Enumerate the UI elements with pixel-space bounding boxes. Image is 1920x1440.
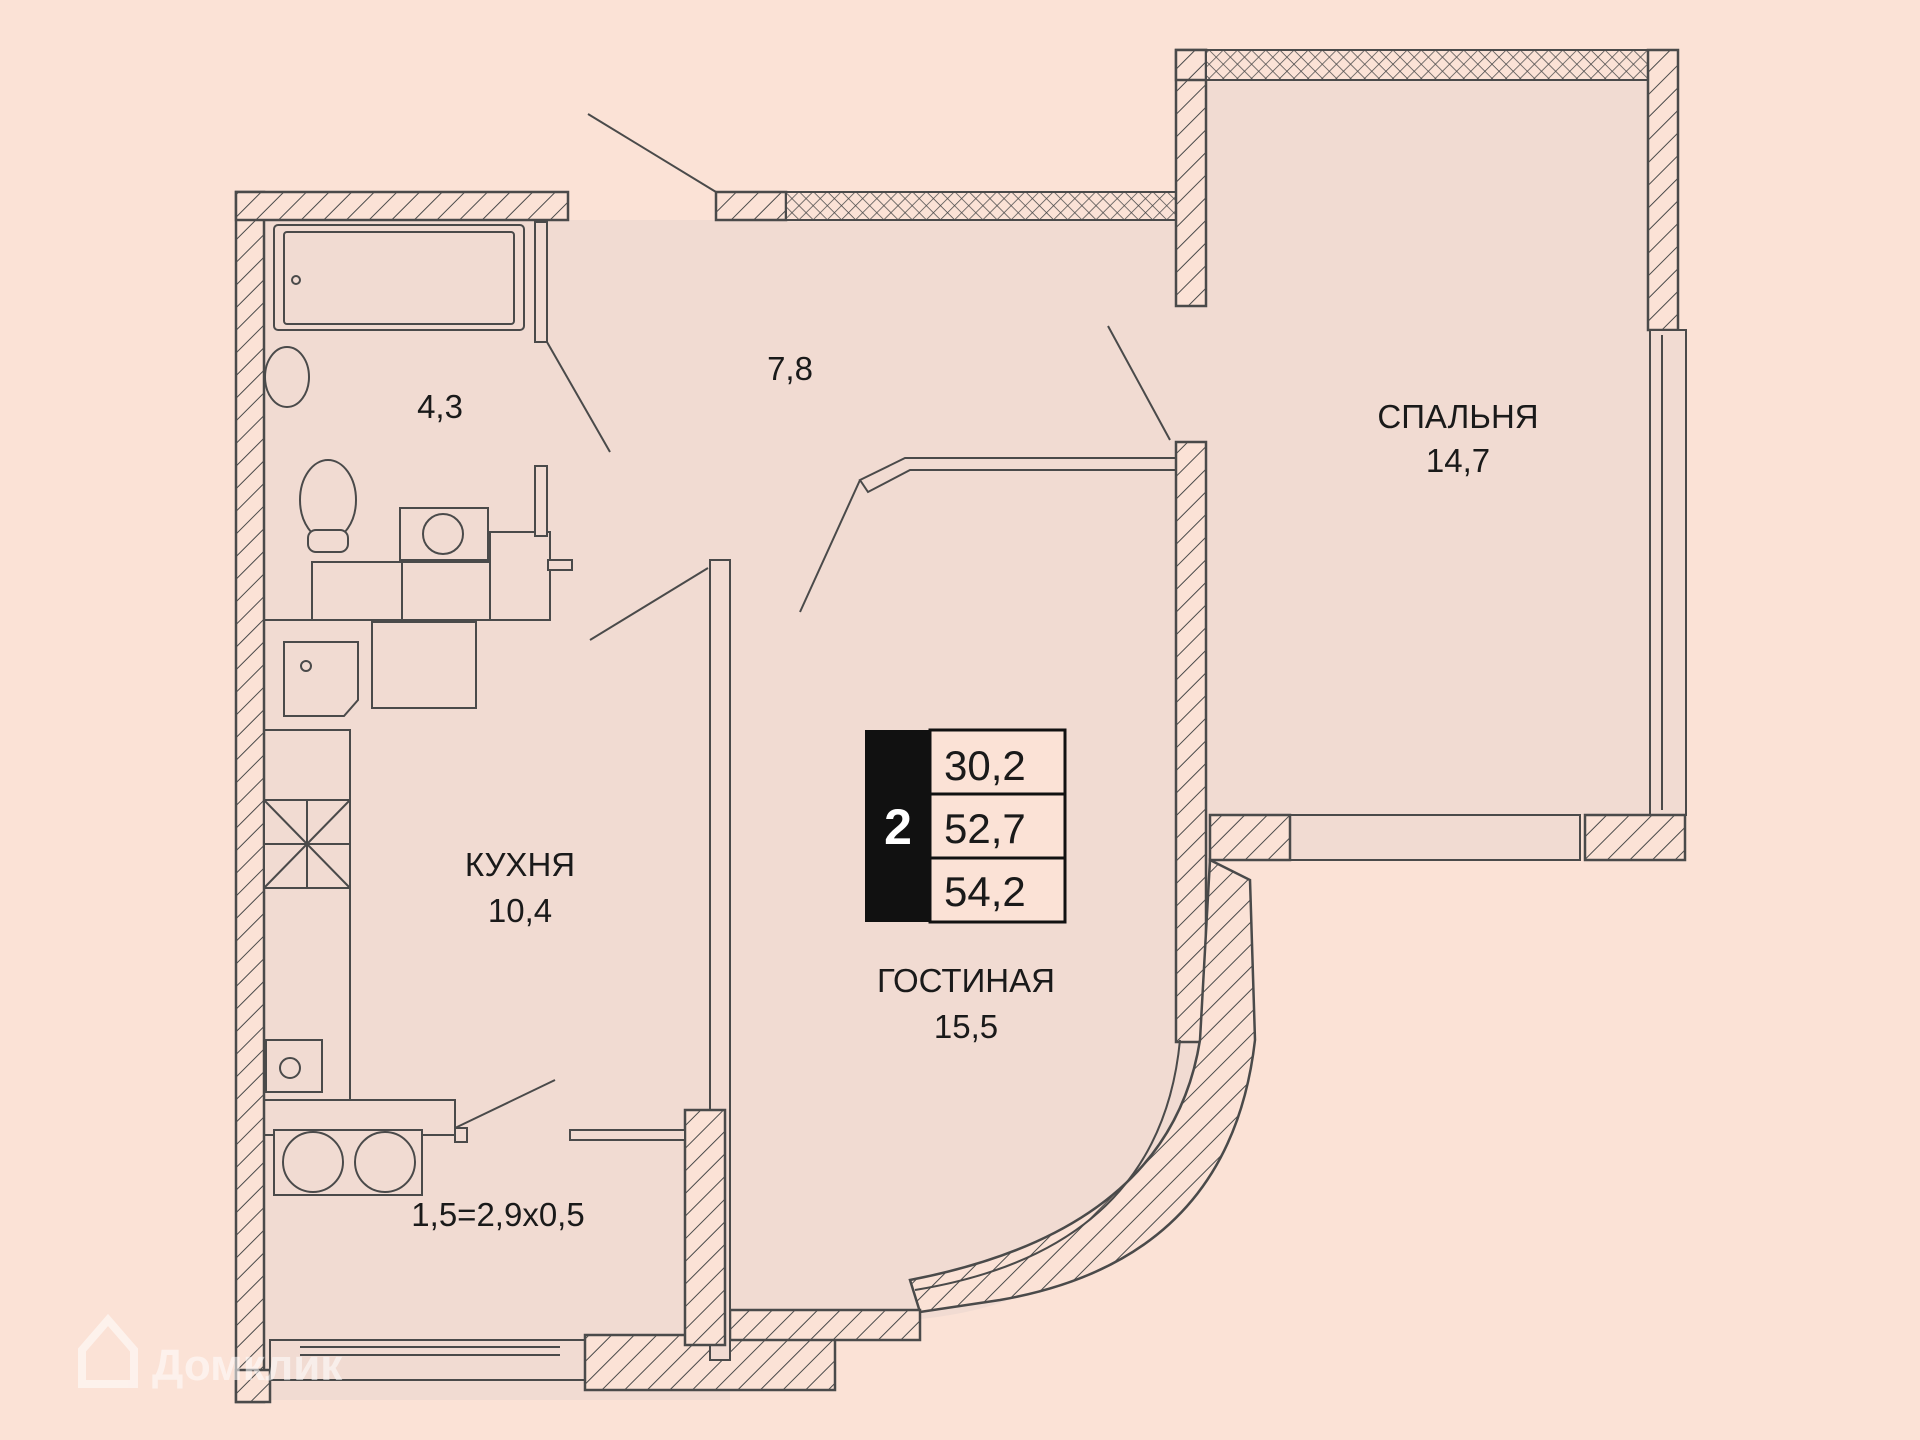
sink bbox=[264, 346, 310, 408]
balcony-area: 1,5=2,9x0,5 bbox=[411, 1196, 584, 1233]
apartment-badge: 2 30,2 52,7 54,2 bbox=[865, 728, 1067, 924]
total-area-with-balcony-value: 54,2 bbox=[944, 868, 1026, 915]
bathroom-fixtures bbox=[264, 224, 573, 621]
hallway-area: 7,8 bbox=[767, 350, 813, 387]
bedroom-area: 14,7 bbox=[1426, 442, 1490, 479]
bedroom-name: СПАЛЬНЯ bbox=[1377, 398, 1538, 435]
kitchen-name: КУХНЯ bbox=[465, 846, 575, 883]
watermark: Домклик bbox=[78, 1313, 343, 1390]
room-labels: 4,3 7,8 СПАЛЬНЯ 14,7 КУХНЯ 10,4 ГОСТИНАЯ… bbox=[411, 350, 1538, 1233]
kitchen-fixtures bbox=[263, 621, 477, 1196]
door-swings bbox=[454, 113, 1171, 1129]
bedroom-window-marks bbox=[1650, 329, 1686, 810]
house-logo-icon bbox=[78, 1313, 138, 1388]
total-area-value: 52,7 bbox=[944, 805, 1026, 852]
interior-walls bbox=[264, 221, 1177, 1361]
bathroom-area: 4,3 bbox=[417, 388, 463, 425]
living-name: ГОСТИНАЯ bbox=[877, 962, 1055, 999]
exterior-walls bbox=[234, 48, 1687, 1404]
living-space-value: 30,2 bbox=[944, 742, 1026, 789]
kitchen-area: 10,4 bbox=[488, 892, 552, 929]
living-area: 15,5 bbox=[934, 1008, 998, 1045]
watermark-text: Домклик bbox=[152, 1341, 343, 1390]
toilet bbox=[299, 459, 357, 541]
stove bbox=[263, 799, 351, 889]
rooms-count: 2 bbox=[884, 799, 912, 855]
kitchen-sink-corner bbox=[283, 641, 359, 717]
